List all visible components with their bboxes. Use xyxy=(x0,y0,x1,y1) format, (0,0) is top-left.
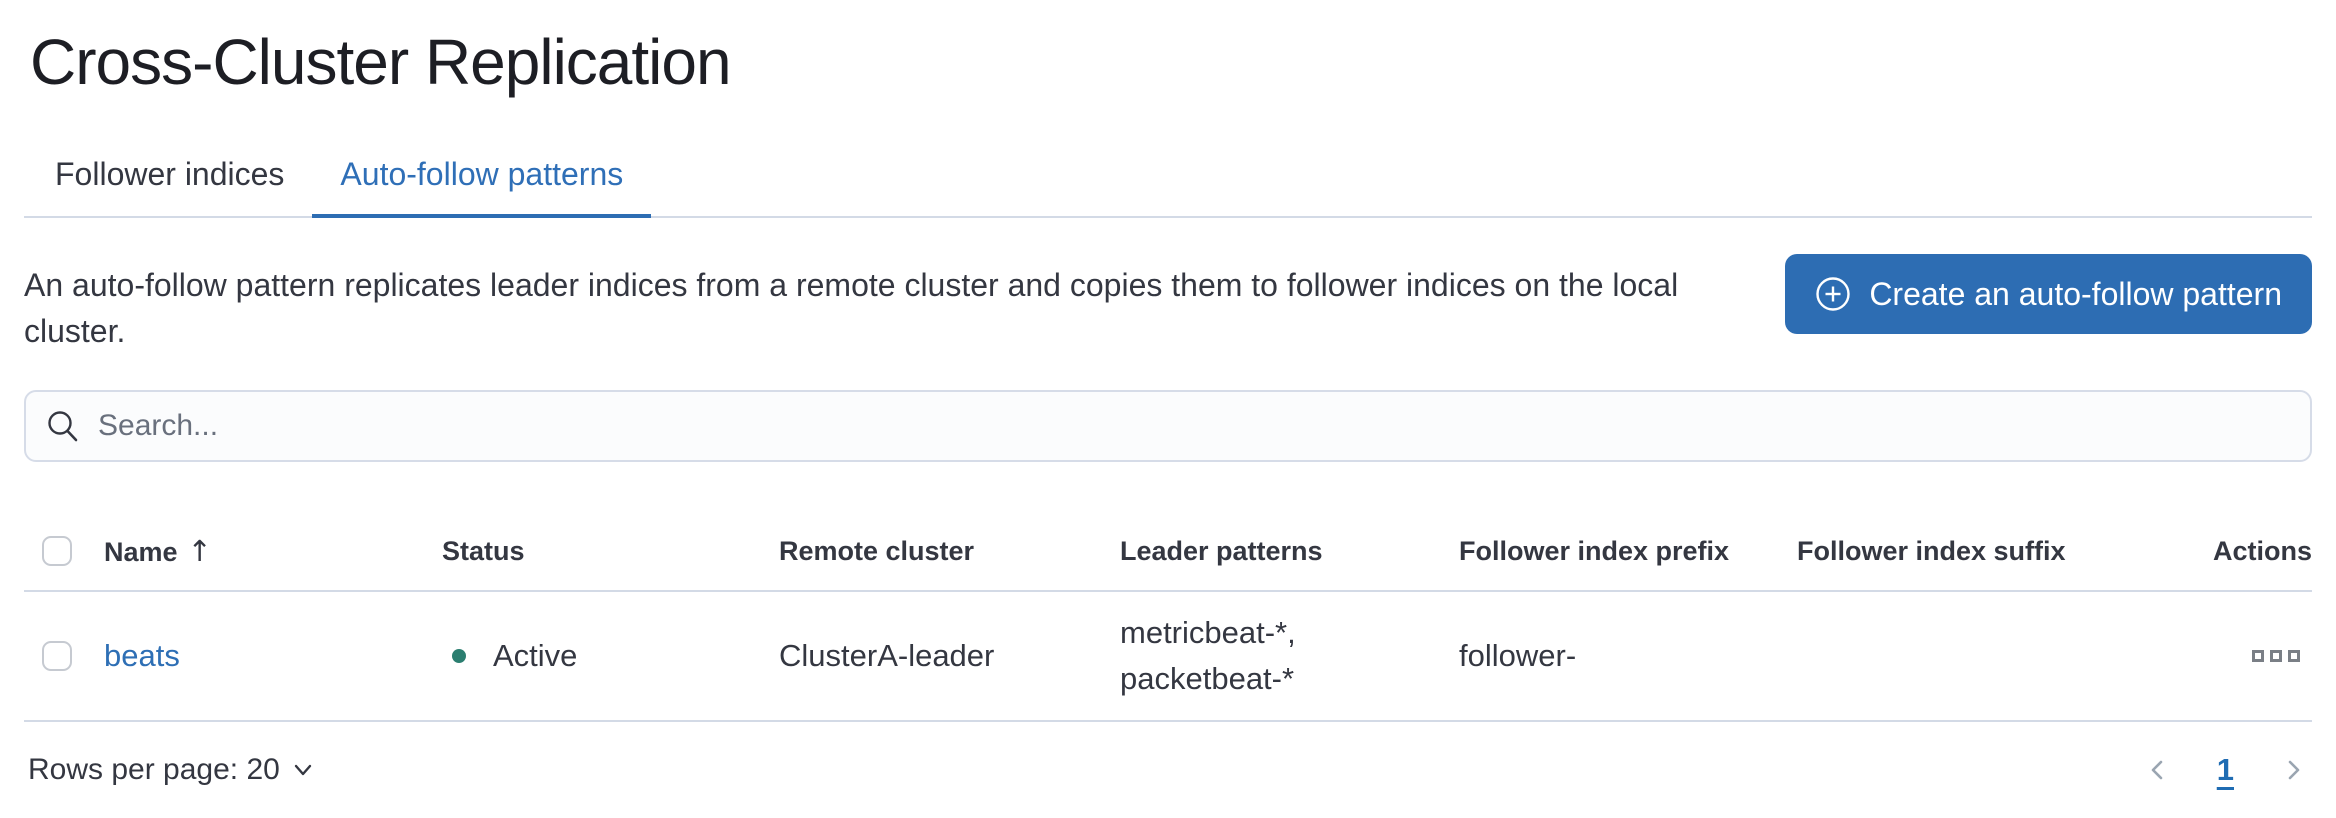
remote-cluster-cell: ClusterA-leader xyxy=(779,638,995,673)
row-checkbox-cell xyxy=(24,641,104,671)
header-leader-patterns: Leader patterns xyxy=(1120,536,1323,566)
status-label: Active xyxy=(493,638,578,673)
all-actions-icon[interactable] xyxy=(2252,644,2300,668)
row-checkbox[interactable] xyxy=(42,641,72,671)
leader-pattern-line: metricbeat-*, xyxy=(1120,615,1296,650)
chevron-down-icon xyxy=(290,757,316,783)
table-footer: Rows per page: 20 1 xyxy=(24,722,2312,818)
tab-follower-indices[interactable]: Follower indices xyxy=(55,156,285,192)
page-number-1[interactable]: 1 xyxy=(2216,752,2234,787)
tab-bar: Follower indices Auto-follow patterns xyxy=(24,128,2312,218)
pagination: 1 xyxy=(2143,752,2308,788)
follower-index-prefix-cell: follower- xyxy=(1459,638,1577,673)
previous-page-button[interactable] xyxy=(2143,755,2173,785)
search-bar xyxy=(24,390,2312,462)
next-page-button[interactable] xyxy=(2278,755,2308,785)
table-header-row: Name↑ Status Remote cluster Leader patte… xyxy=(24,528,2312,592)
header-remote-cluster: Remote cluster xyxy=(779,535,975,566)
sort-ascending-icon: ↑ xyxy=(187,534,212,568)
status-active-dot xyxy=(452,649,466,663)
rows-per-page-button[interactable]: Rows per page: 20 xyxy=(24,753,316,787)
create-button-label: Create an auto-follow pattern xyxy=(1869,275,2282,312)
header-checkbox-cell xyxy=(24,536,104,566)
page-title: Cross-Cluster Replication xyxy=(30,26,732,98)
pattern-name-link[interactable]: beats xyxy=(104,638,180,673)
header-actions: Actions xyxy=(2212,535,2312,566)
tab-auto-follow-patterns[interactable]: Auto-follow patterns xyxy=(312,128,652,218)
search-input[interactable] xyxy=(80,408,2290,444)
header-status: Status xyxy=(442,535,525,566)
header-follower-index-prefix: Follower index prefix xyxy=(1459,535,1730,566)
leader-pattern-line: packetbeat-* xyxy=(1120,661,1295,696)
header-follower-index-suffix: Follower index suffix xyxy=(1797,535,2066,566)
intro-row: An auto-follow pattern replicates leader… xyxy=(24,254,2312,354)
header-name[interactable]: Name↑ xyxy=(104,534,212,568)
page-description: An auto-follow pattern replicates leader… xyxy=(24,267,1679,349)
plus-in-circle-icon xyxy=(1815,276,1851,312)
rows-per-page-label: Rows per page: 20 xyxy=(28,753,280,786)
table-row: beats Active ClusterA-leader metricbeat-… xyxy=(24,592,2312,722)
row-actions-cell xyxy=(2135,644,2312,668)
auto-follow-patterns-table: Name↑ Status Remote cluster Leader patte… xyxy=(24,528,2312,722)
create-auto-follow-pattern-button[interactable]: Create an auto-follow pattern xyxy=(1785,254,2312,334)
search-icon xyxy=(46,409,80,443)
select-all-checkbox[interactable] xyxy=(42,536,72,566)
leader-patterns-cell: metricbeat-*, packetbeat-* xyxy=(1120,610,1459,702)
